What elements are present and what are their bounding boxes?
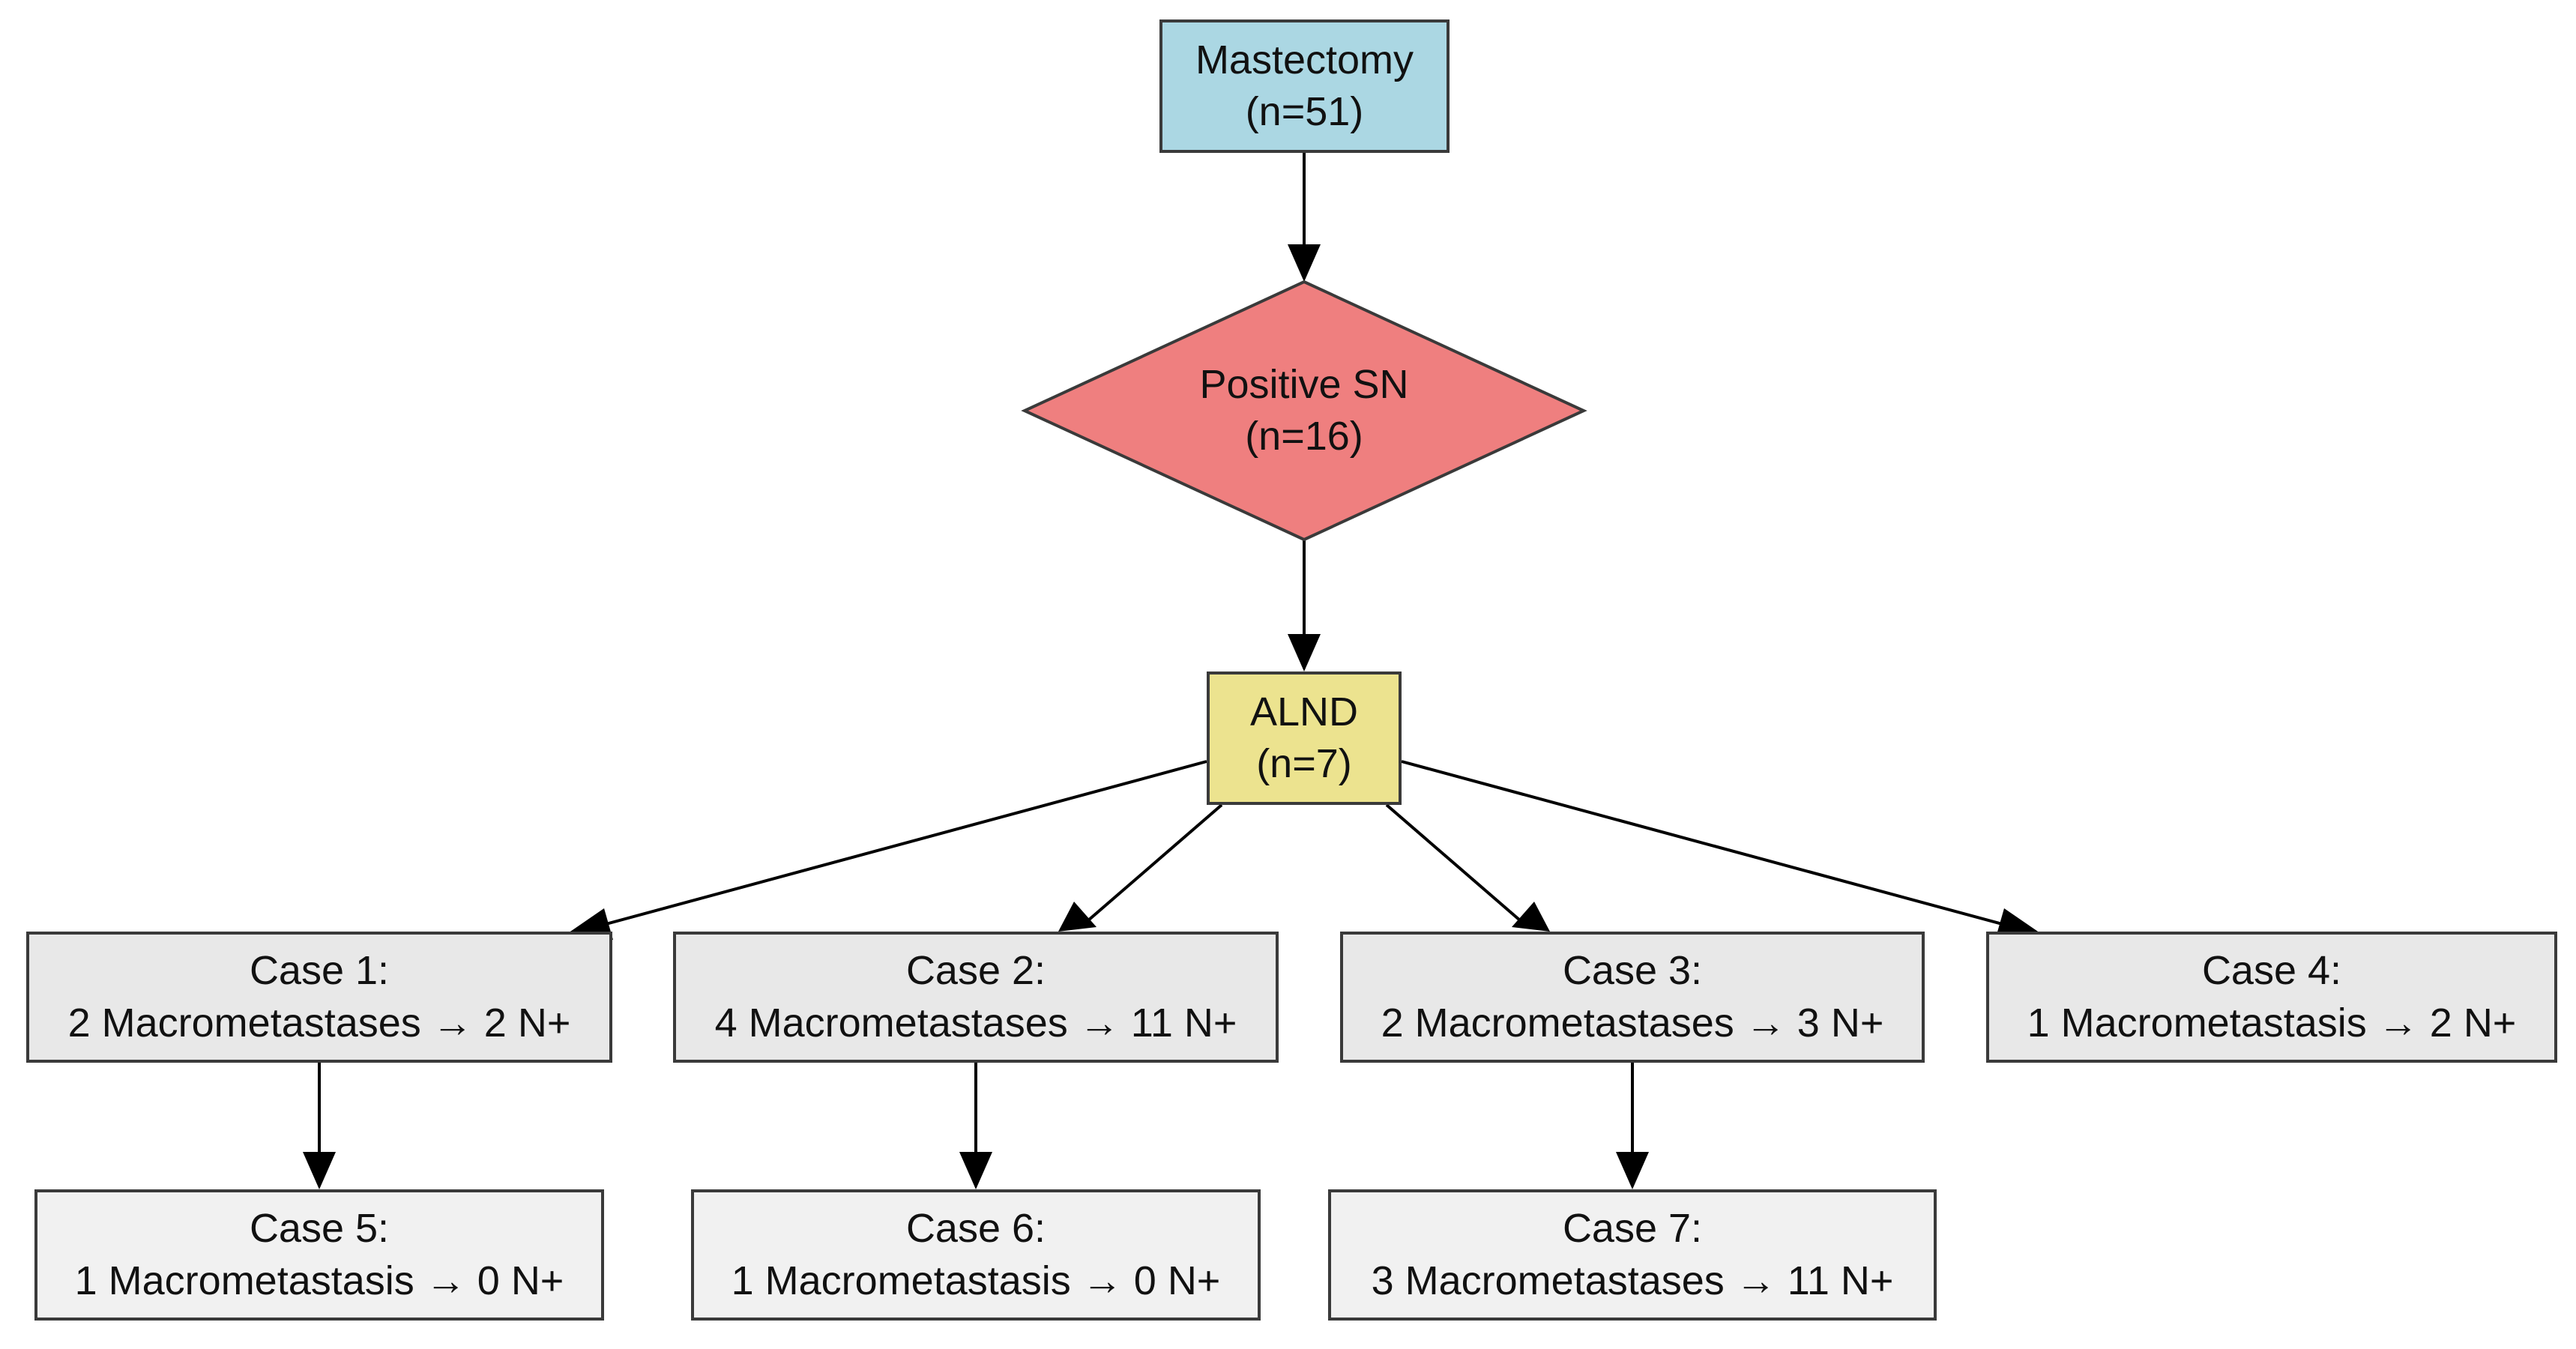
arrowhead-sn-to-alnd <box>1288 634 1321 672</box>
arrowhead-case1-to-case5 <box>303 1152 336 1189</box>
case-4-title: Case 4: <box>2201 948 2342 994</box>
case-6-detail: 1 Macrometastasis → 0 N+ <box>731 1258 1221 1303</box>
positive-sn-title: Positive SN <box>1199 361 1409 407</box>
case-4-node: Case 4: 1 Macrometastasis → 2 N+ <box>1986 932 2557 1063</box>
arrowhead-alnd-to-case3 <box>1512 902 1550 932</box>
arrow-alnd-to-case1 <box>591 760 1207 929</box>
case-6-title: Case 6: <box>905 1206 1046 1252</box>
positive-sn-diamond <box>1021 280 1587 542</box>
case-2-detail: 4 Macrometastases → 11 N+ <box>714 1000 1237 1045</box>
case-1-detail: 2 Macrometastases → 2 N+ <box>67 1000 571 1045</box>
arrowhead-case2-to-case6 <box>959 1152 992 1189</box>
case-2-node: Case 2: 4 Macrometastases → 11 N+ <box>673 932 1279 1063</box>
mastectomy-title: Mastectomy <box>1195 37 1414 82</box>
arrowhead-mastectomy-to-sn <box>1288 244 1321 282</box>
case-6-node: Case 6: 1 Macrometastasis → 0 N+ <box>691 1189 1261 1321</box>
arrow-alnd-to-case4 <box>1401 760 2017 929</box>
case-3-title: Case 3: <box>1562 948 1703 994</box>
case-7-title: Case 7: <box>1562 1206 1703 1252</box>
case-5-node: Case 5: 1 Macrometastasis → 0 N+ <box>34 1189 604 1321</box>
case-7-detail: 3 Macrometastases → 11 N+ <box>1371 1258 1894 1303</box>
arrow-alnd-to-case3 <box>1385 803 1521 922</box>
case-2-title: Case 2: <box>905 948 1046 994</box>
arrowhead-case3-to-case7 <box>1616 1152 1649 1189</box>
positive-sn-count: (n=16) <box>1245 414 1363 459</box>
arrow-alnd-to-case2 <box>1087 803 1223 922</box>
case-5-detail: 1 Macrometastasis → 0 N+ <box>74 1258 564 1303</box>
alnd-count: (n=7) <box>1256 741 1352 786</box>
arrowhead-alnd-to-case2 <box>1058 902 1097 932</box>
positive-sn-label: Positive SN (n=16) <box>1025 282 1584 540</box>
case-5-title: Case 5: <box>249 1206 390 1252</box>
case-7-node: Case 7: 3 Macrometastases → 11 N+ <box>1328 1189 1937 1321</box>
case-1-node: Case 1: 2 Macrometastases → 2 N+ <box>26 932 612 1063</box>
mastectomy-count: (n=51) <box>1245 89 1364 134</box>
case-3-detail: 2 Macrometastases → 3 N+ <box>1381 1000 1884 1045</box>
alnd-title: ALND <box>1249 689 1359 734</box>
case-4-detail: 1 Macrometastasis → 2 N+ <box>2027 1000 2517 1045</box>
case-1-title: Case 1: <box>249 948 390 994</box>
alnd-node: ALND (n=7) <box>1207 672 1402 805</box>
mastectomy-node: Mastectomy (n=51) <box>1159 19 1450 153</box>
case-3-node: Case 3: 2 Macrometastases → 3 N+ <box>1340 932 1925 1063</box>
